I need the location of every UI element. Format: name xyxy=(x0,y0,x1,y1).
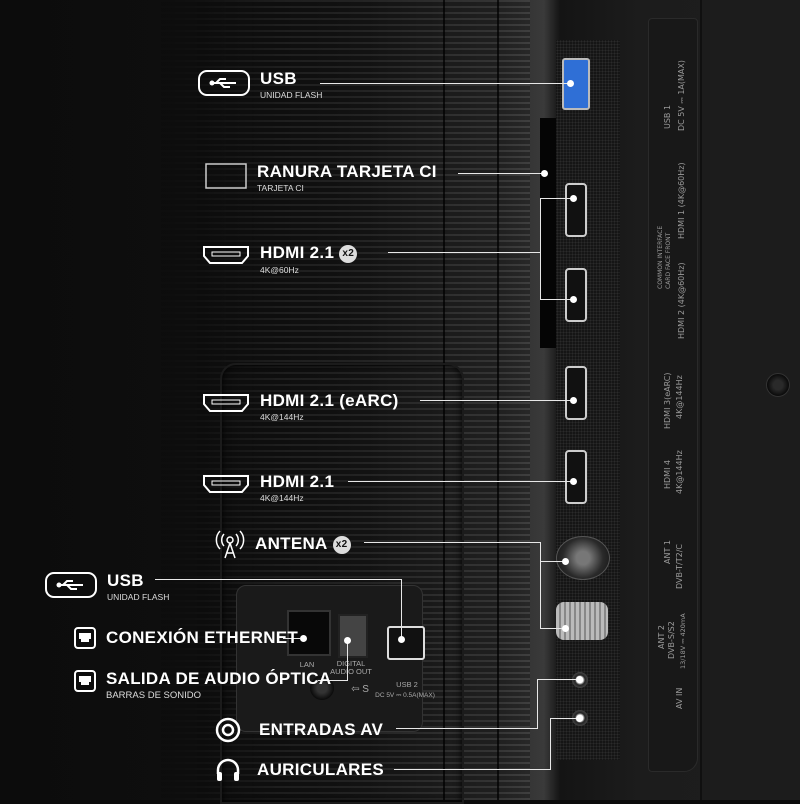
plate-usb1: USB 1 xyxy=(663,104,672,129)
leader-line xyxy=(364,542,540,543)
leader-line xyxy=(540,198,572,199)
leader-line xyxy=(540,542,541,628)
leader-line xyxy=(550,718,577,719)
usb-icon xyxy=(45,572,97,598)
tv-side-body xyxy=(700,0,800,800)
leader-line xyxy=(537,679,577,680)
usb2-label: USB 2 xyxy=(396,680,418,689)
hdmi2-port[interactable] xyxy=(565,268,587,322)
leader-line xyxy=(283,638,300,639)
plate-hdmi3-rate: 4K@144Hz xyxy=(675,375,684,419)
leader-dot xyxy=(541,170,548,177)
headphones-icon xyxy=(216,758,240,781)
hdmi-icon xyxy=(203,246,249,264)
leader-line xyxy=(540,198,541,299)
leader-line xyxy=(401,579,402,639)
leader-line xyxy=(537,679,538,729)
hdmi-icon xyxy=(203,394,249,412)
usb-icon xyxy=(198,70,250,96)
lan-port[interactable] xyxy=(287,610,331,656)
leader-line xyxy=(320,83,570,84)
leader-dot xyxy=(562,558,569,565)
lan-label: LAN xyxy=(299,660,315,669)
leader-dot xyxy=(567,80,574,87)
leader-dot xyxy=(576,715,583,722)
leader-line xyxy=(394,769,550,770)
leader-line xyxy=(396,728,538,729)
leader-line xyxy=(348,481,572,482)
plate-ant1-std: DVB-T/T2/C xyxy=(675,544,684,589)
plate-hdmi4-rate: 4K@144Hz xyxy=(675,450,684,494)
leader-line xyxy=(318,680,348,681)
plate-usb1-power: DC 5V ⎓ 1A(MAX) xyxy=(677,60,686,131)
leader-dot xyxy=(570,195,577,202)
optical-icon xyxy=(74,670,96,692)
optical-port[interactable] xyxy=(338,614,368,658)
plate-card-face: CARD FACE FRONT xyxy=(665,232,672,289)
antenna-icon xyxy=(215,530,245,559)
side-label-plate: USB 1 DC 5V ⎓ 1A(MAX) COMMON INTERFACE C… xyxy=(648,18,698,772)
leader-line xyxy=(420,400,572,401)
leader-line xyxy=(347,640,348,681)
callout-ethernet: CONEXIÓN ETHERNET xyxy=(74,627,298,649)
digital-audio-out-label: DIGITAL AUDIO OUT xyxy=(330,659,372,676)
plate-hdmi2: HDMI 2 (4K@60Hz) xyxy=(677,262,686,339)
s-arrow-label: ⇦ S xyxy=(351,684,369,695)
card-slot-icon xyxy=(205,163,247,189)
callout-av-in: ENTRADAS AV xyxy=(215,717,383,743)
hdmi3-earc-port[interactable] xyxy=(565,366,587,420)
plate-ant1: ANT 1 xyxy=(663,540,672,564)
quantity-badge: x2 xyxy=(332,535,351,554)
plate-hdmi3: HDMI 3(eARC) xyxy=(663,372,672,429)
leader-dot xyxy=(570,478,577,485)
leader-dot xyxy=(300,635,307,642)
leader-dot xyxy=(562,625,569,632)
screw xyxy=(766,373,790,397)
hdmi-icon xyxy=(203,475,249,493)
leader-dot xyxy=(570,397,577,404)
leader-line xyxy=(388,252,540,253)
leader-line xyxy=(540,628,564,629)
leader-dot xyxy=(576,676,583,683)
leader-dot xyxy=(398,636,405,643)
leader-dot xyxy=(570,296,577,303)
plate-common-interface: COMMON INTERFACE xyxy=(657,225,664,289)
plate-hdmi4: HDMI 4 xyxy=(663,459,672,489)
plate-ant2-power: 13/18V ⎓ 420mA xyxy=(679,613,687,669)
leader-dot xyxy=(344,637,351,644)
usb1-port[interactable] xyxy=(562,58,590,110)
leader-line xyxy=(540,561,564,562)
usb2-power-label: DC 5V ⎓ 0.5A(MAX) xyxy=(375,692,435,699)
leader-line xyxy=(155,579,402,580)
callout-hdmi-earc: HDMI 2.1 (eARC)4K@144Hz xyxy=(202,392,399,423)
plate-hdmi1: HDMI 1 (4K@60Hz) xyxy=(677,162,686,239)
bottom-port-panel: LAN DIGITAL AUDIO OUT ⇦ S USB 2 DC 5V ⎓ … xyxy=(236,585,435,732)
plate-av-in: AV IN xyxy=(675,687,684,709)
ant2-port[interactable] xyxy=(556,602,608,640)
hdmi1-port[interactable] xyxy=(565,183,587,237)
plate-ant2-std: DVB-S/S2 xyxy=(667,621,676,659)
plate-ant2: ANT 2 xyxy=(657,625,666,649)
leader-line xyxy=(550,718,551,770)
leader-line xyxy=(458,173,544,174)
quantity-badge: x2 xyxy=(339,245,358,263)
hdmi4-port[interactable] xyxy=(565,450,587,504)
usb2-port[interactable] xyxy=(387,626,425,660)
leader-line xyxy=(540,299,572,300)
callout-headphones: AURICULARES xyxy=(215,757,384,783)
ethernet-icon xyxy=(74,627,96,649)
av-ring-icon xyxy=(215,717,241,743)
ci-card-slot xyxy=(540,118,556,348)
